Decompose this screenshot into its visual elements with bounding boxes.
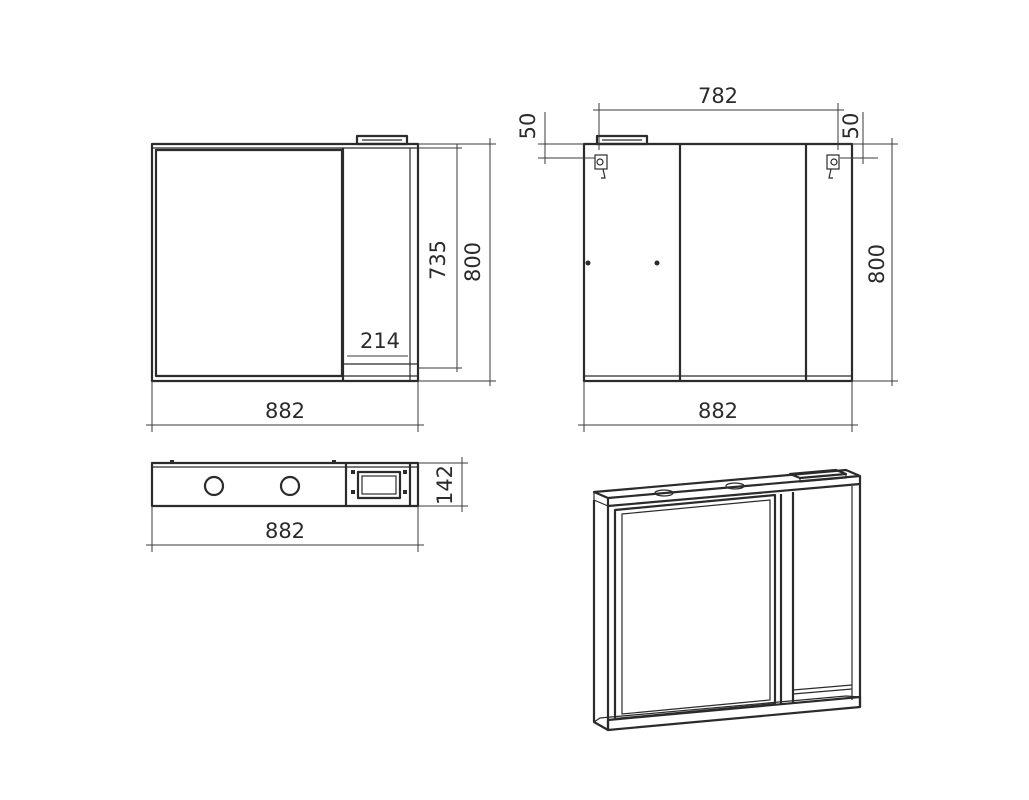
right-hanger-icon (826, 154, 840, 179)
dim-front-height-total: 800 (461, 242, 485, 282)
dim-back-width: 882 (698, 399, 738, 423)
top-view: 142 882 (146, 457, 468, 552)
top-hole-left-icon (203, 475, 225, 497)
top-lamp-box (356, 470, 402, 500)
dim-back-height: 800 (865, 244, 889, 284)
dim-back-mount-span: 782 (698, 84, 738, 108)
dim-back-offset-right: 50 (839, 113, 863, 140)
left-hanger-icon (594, 154, 608, 179)
dim-top-width: 882 (265, 519, 305, 543)
front-lamp (355, 134, 409, 146)
front-mirror-door (154, 148, 344, 378)
isometric-view (592, 468, 862, 732)
top-outline (150, 461, 420, 508)
dim-top-depth: 142 (433, 465, 457, 505)
dim-shelf-width: 214 (360, 329, 400, 353)
front-outline (150, 142, 420, 383)
back-view: 782 50 50 800 882 (516, 84, 898, 432)
back-outline (582, 142, 854, 383)
front-view: 214 735 800 882 (146, 134, 496, 432)
dim-back-offset-left: 50 (516, 113, 540, 140)
back-lamp (595, 134, 649, 146)
top-hole-right-icon (279, 475, 301, 497)
dim-front-width: 882 (265, 399, 305, 423)
dim-front-height-inner: 735 (426, 240, 450, 280)
